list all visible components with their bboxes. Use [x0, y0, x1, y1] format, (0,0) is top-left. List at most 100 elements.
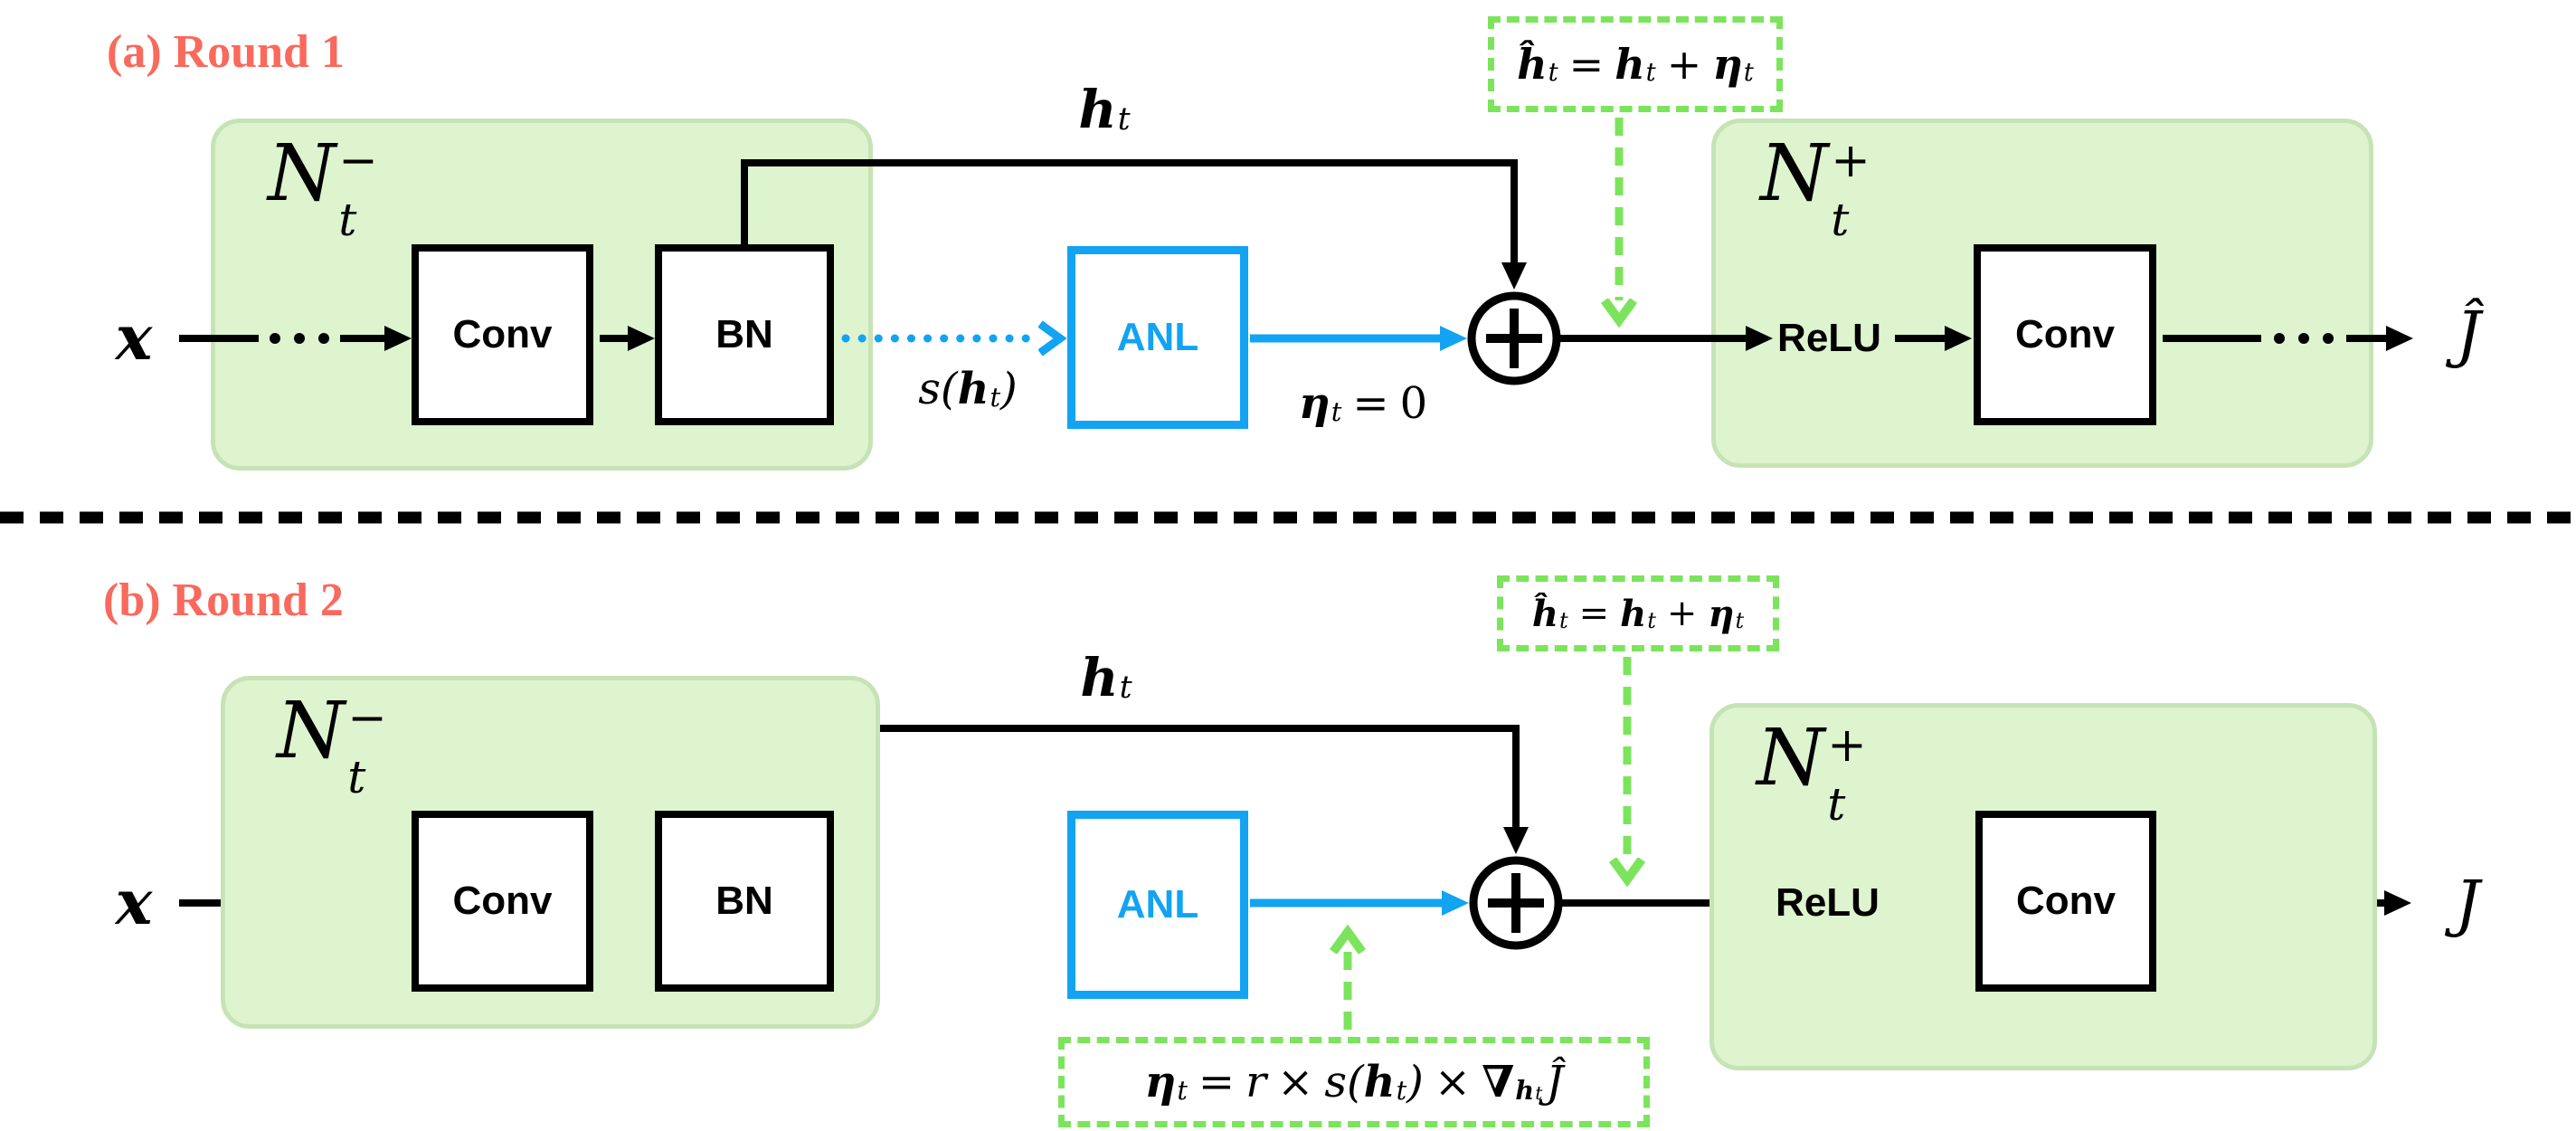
- plus-sign: +: [1666, 593, 1698, 634]
- round2-bn-label: BN: [715, 879, 773, 923]
- eta-symbol: η: [1712, 40, 1743, 89]
- n-minus-sub: t: [347, 751, 366, 803]
- r2-plus-circle: [1469, 856, 1563, 950]
- h-symbol: h: [1620, 592, 1647, 635]
- scale-post: ): [1406, 1057, 1424, 1107]
- round1-conv-out-block: Conv: [1974, 244, 2156, 425]
- equals-sign: =: [1352, 378, 1389, 429]
- equals-sign: =: [1568, 40, 1605, 89]
- zero-value: 0: [1399, 378, 1428, 429]
- times-sign: ×: [1277, 1057, 1314, 1107]
- scale-post: ): [1000, 364, 1018, 414]
- round2-pre-network-label: N − t: [277, 686, 387, 800]
- round1-bn-label: BN: [715, 312, 773, 356]
- r1-input-ellipsis-dot: [318, 333, 329, 344]
- eta-subscript: t: [1735, 607, 1745, 633]
- round1-conv-in-label: Conv: [452, 312, 553, 356]
- n-plus-scripts: + t: [1827, 722, 1867, 827]
- r-symbol: r: [1245, 1057, 1267, 1107]
- eta-subscript: t: [1331, 396, 1342, 428]
- n-plus-sup: +: [1827, 718, 1867, 773]
- n-minus-sup: −: [347, 691, 387, 746]
- scale-sub: t: [990, 382, 1001, 413]
- h-symbol: h: [1363, 1057, 1396, 1107]
- r1-output-ellipsis-dot: [2274, 333, 2285, 344]
- h-subscript: t: [1396, 1075, 1407, 1107]
- equals-sign: =: [1198, 1057, 1236, 1107]
- eta-symbol: η: [1144, 1057, 1177, 1107]
- r1-skip-connection-path: [741, 159, 1527, 290]
- round1-input-label: x: [115, 302, 153, 375]
- round1-output-label: Ĵ: [2456, 299, 2481, 371]
- round1-relu-label: ReLU: [1777, 316, 1881, 360]
- round2-output-label: J: [2455, 868, 2480, 940]
- n-plus-sub: t: [1831, 194, 1850, 246]
- plus-sign: +: [1666, 40, 1702, 89]
- nabla-sub-t: t: [1535, 1082, 1543, 1105]
- eta-subscript: t: [1177, 1075, 1188, 1107]
- eta-symbol: η: [1708, 592, 1735, 635]
- scale-h: h: [957, 364, 990, 414]
- round2-input-label: x: [115, 867, 153, 939]
- h-subscript: t: [1645, 57, 1656, 88]
- n-plus-base: N: [1757, 713, 1825, 803]
- h-symbol: h: [1615, 40, 1645, 89]
- scale-pre: s(: [918, 364, 958, 414]
- jhat-symbol: Ĵ: [1546, 1057, 1564, 1107]
- h-subscript: t: [1117, 101, 1131, 138]
- r1-output-ellipsis-dot: [2298, 333, 2309, 344]
- round2-anl-block: ANL: [1067, 811, 1248, 999]
- round2-title: (b) Round 2: [103, 575, 344, 626]
- n-plus-scripts: + t: [1831, 138, 1870, 242]
- h-symbol: h: [1080, 647, 1119, 708]
- r1-plus-circle: [1467, 291, 1561, 385]
- hhat-subscript: t: [1548, 57, 1558, 88]
- r1-input-ellipsis-dot: [294, 333, 305, 344]
- h-subscript: t: [1119, 670, 1132, 707]
- round1-connectors: [179, 118, 2413, 385]
- round2-conv-out-label: Conv: [2016, 879, 2116, 923]
- nabla-sub-h: h: [1515, 1075, 1535, 1107]
- round2-post-network-label: N + t: [1757, 713, 1867, 827]
- times-sign: ×: [1434, 1057, 1472, 1107]
- n-plus-sub: t: [1827, 778, 1846, 831]
- n-plus-sup: +: [1831, 134, 1870, 188]
- hhat-symbol: ĥ: [1517, 40, 1548, 89]
- nabla-symbol: ∇: [1482, 1057, 1515, 1107]
- round2-conv-out-block: Conv: [1975, 811, 2156, 992]
- round1-pre-network-label: N − t: [268, 128, 378, 242]
- n-minus-base: N: [268, 128, 336, 219]
- r1-input-ellipsis-dot: [270, 333, 280, 344]
- round2-conv-in-label: Conv: [452, 879, 553, 923]
- equals-sign: =: [1578, 593, 1610, 634]
- n-minus-base: N: [277, 686, 346, 776]
- n-minus-scripts: − t: [347, 695, 387, 800]
- round1-anl-block: ANL: [1067, 246, 1248, 429]
- n-minus-sub: t: [338, 194, 357, 246]
- hhat-subscript: t: [1558, 607, 1568, 633]
- h-symbol: h: [1078, 79, 1117, 140]
- round1-conv-in-block: Conv: [412, 244, 593, 425]
- scale-pre: s(: [1324, 1057, 1364, 1107]
- round1-title: (a) Round 1: [107, 26, 345, 78]
- eta-symbol: η: [1298, 378, 1331, 429]
- round2-conv-in-block: Conv: [412, 811, 593, 992]
- round1-post-network-label: N + t: [1760, 135, 1870, 242]
- round2-relu-label: ReLU: [1776, 880, 1880, 925]
- round1-conv-out-label: Conv: [2015, 312, 2115, 356]
- eta-subscript: t: [1743, 57, 1754, 88]
- round1-anl-label: ANL: [1116, 315, 1199, 359]
- round2-anl-label: ANL: [1116, 882, 1199, 927]
- hhat-symbol: ĥ: [1531, 592, 1558, 635]
- r1-output-ellipsis-dot: [2323, 333, 2334, 344]
- n-minus-scripts: − t: [338, 138, 378, 242]
- h-subscript: t: [1647, 607, 1656, 633]
